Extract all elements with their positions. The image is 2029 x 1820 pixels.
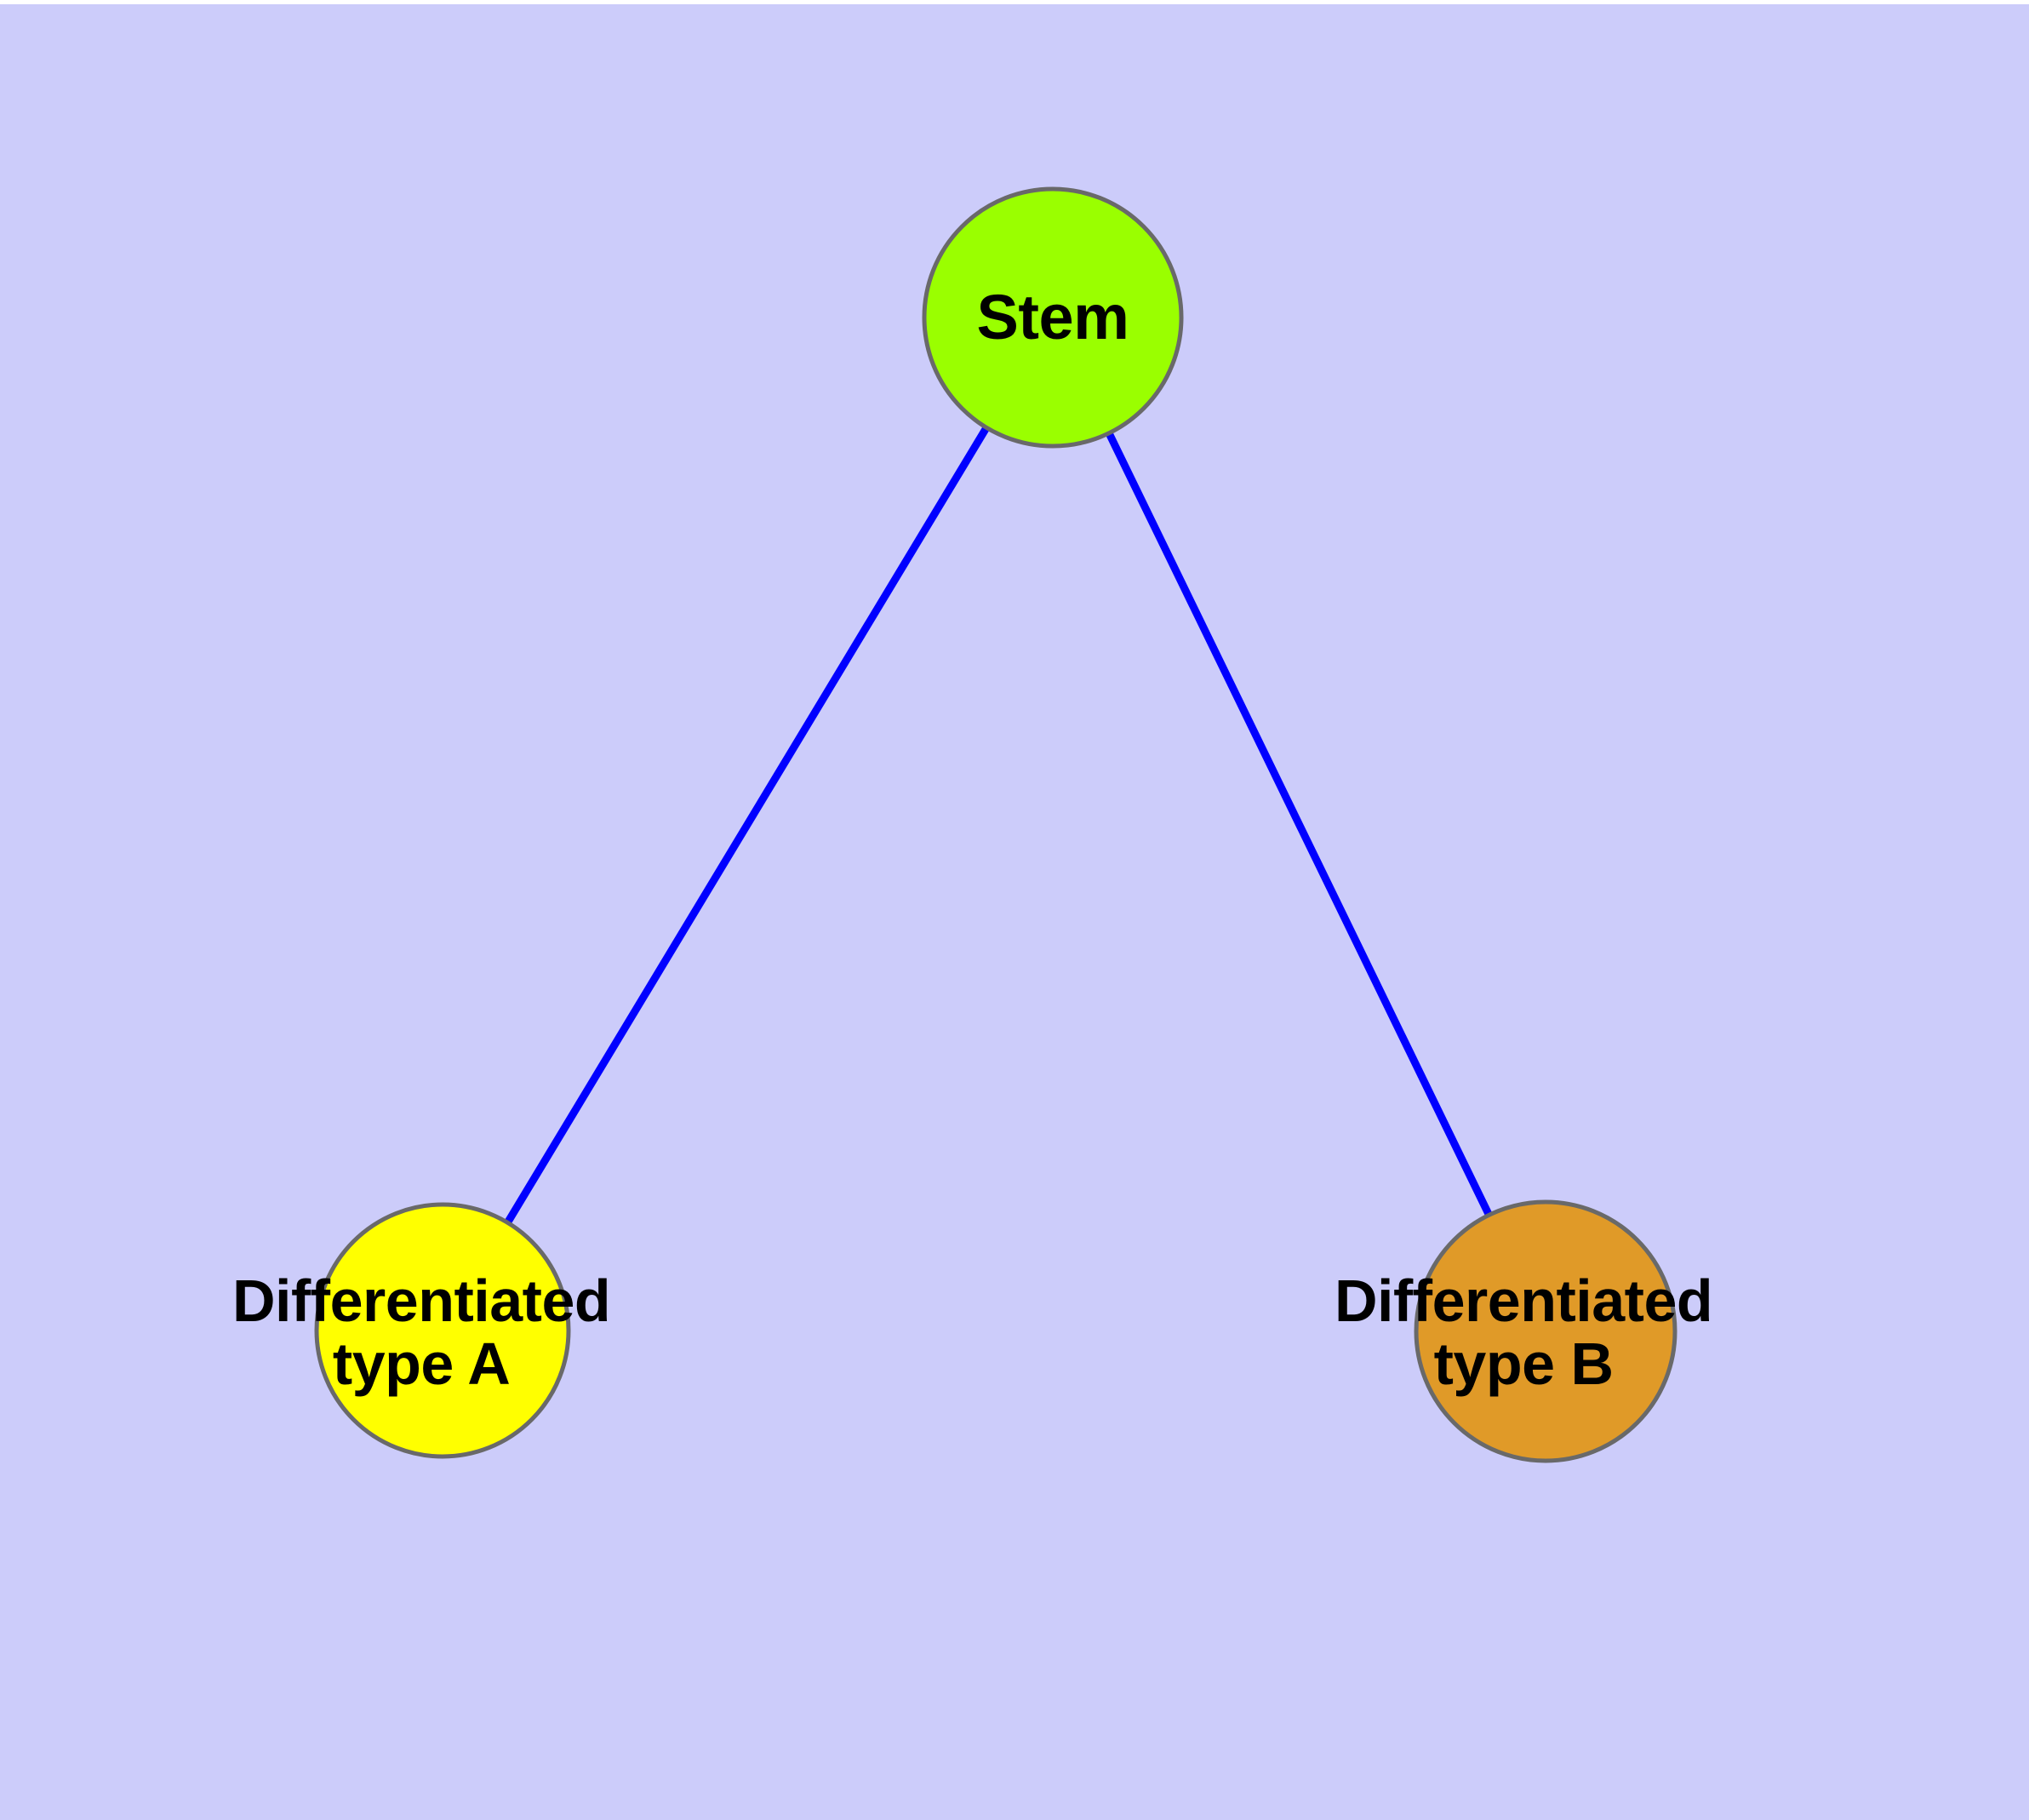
edges-layer — [439, 315, 1550, 1333]
graph-svg — [314, 186, 1677, 1463]
graph-node-diff_a[interactable] — [314, 1202, 571, 1459]
graph-node-stem[interactable] — [922, 186, 1184, 449]
graph-edge — [439, 315, 1056, 1333]
graph-node-diff_b[interactable] — [1414, 1199, 1677, 1463]
graph-edge — [1049, 316, 1550, 1333]
nodes-layer — [314, 186, 1677, 1463]
